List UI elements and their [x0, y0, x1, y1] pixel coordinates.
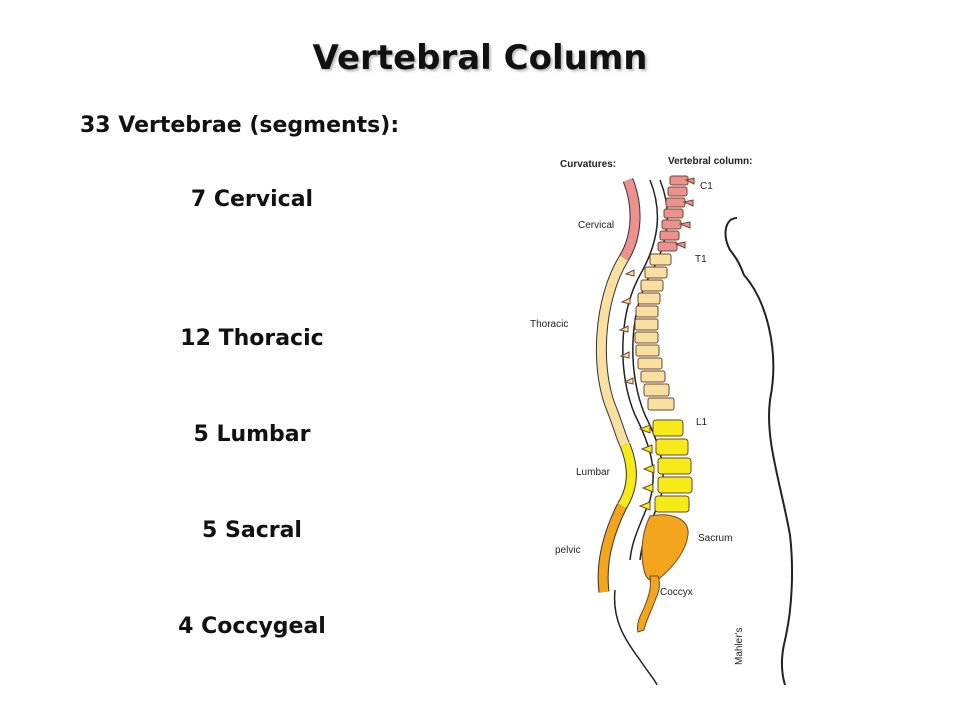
segment-lumbar: 5 Lumbar: [193, 422, 311, 447]
label-sacrum: Sacrum: [698, 533, 732, 544]
vertebrae-stack: [618, 175, 695, 633]
sacrum-bone: [641, 514, 689, 582]
label-thoracic-curvature: Thoracic: [530, 319, 568, 330]
label-pelvic-curvature: pelvic: [555, 545, 581, 556]
segment-sacral: 5 Sacral: [202, 518, 302, 543]
body-front-outline: [613, 589, 658, 685]
spine-diagram-svg: Curvatures: Vertebral column:: [530, 156, 794, 685]
vertebral-column-heading: Vertebral column:: [668, 156, 752, 167]
vertebral-column-illustration: Curvatures: Vertebral column:: [500, 140, 800, 685]
segment-coccygeal: 4 Coccygeal: [178, 614, 326, 639]
segment-cervical: 7 Cervical: [190, 187, 314, 212]
coccyx-bone: [637, 575, 660, 633]
label-c1: C1: [700, 181, 713, 192]
label-l1: L1: [696, 417, 708, 428]
label-t1: T1: [695, 254, 707, 265]
label-lumbar-curvature: Lumbar: [576, 467, 611, 478]
label-coccyx: Coccyx: [660, 587, 693, 598]
label-cervical-curvature: Cervical: [578, 220, 614, 231]
slide-title: Vertebral Column: [312, 38, 648, 78]
body-back-outline: [724, 217, 794, 685]
curvatures-heading: Curvatures:: [560, 159, 616, 170]
vertebrae-count-heading: 33 Vertebrae (segments):: [80, 113, 400, 138]
spinal-canal-front: [622, 179, 659, 561]
curvature-bands: [595, 177, 641, 593]
segment-thoracic: 12 Thoracic: [180, 326, 324, 351]
artist-signature: Mahler's: [734, 628, 745, 665]
